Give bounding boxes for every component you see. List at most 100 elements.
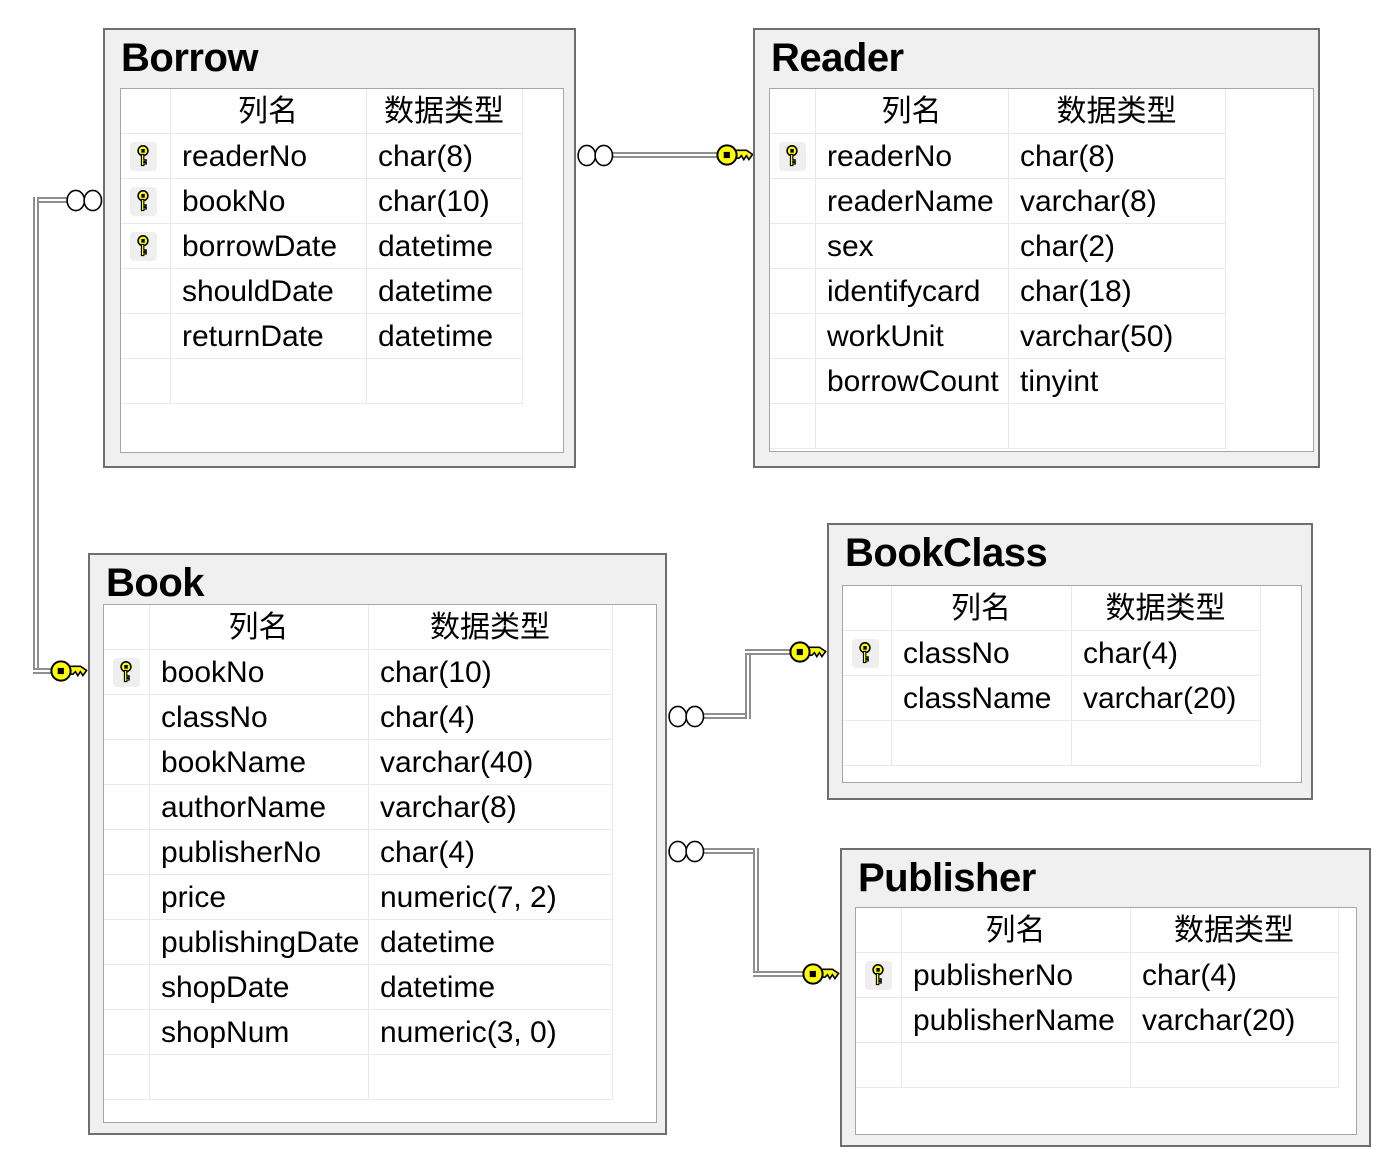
primary-key-icon <box>137 190 149 212</box>
column-type: varchar(20) <box>1142 1004 1296 1037</box>
column-type: char(4) <box>1083 637 1179 670</box>
column-name: readerNo <box>827 140 953 173</box>
column-type: char(4) <box>380 701 476 734</box>
table-grid: 列名 数据类型 classNo char(4) className varcha… <box>842 585 1302 783</box>
grid-header-row: 列名 数据类型 <box>104 605 612 650</box>
row-publisherno[interactable]: publisherNo char(4) <box>856 953 1338 998</box>
row-bookname[interactable]: bookName varchar(40) <box>104 740 612 785</box>
infinity-many-icon <box>668 840 705 863</box>
primary-key-icon <box>120 661 132 683</box>
column-header-type: 数据类型 <box>1105 592 1226 625</box>
relation-line-segment[interactable] <box>703 713 751 719</box>
relation-line-segment[interactable] <box>745 649 791 655</box>
column-name: shouldDate <box>182 275 334 308</box>
relation-line-segment[interactable] <box>33 197 39 674</box>
key-one-icon <box>802 963 840 985</box>
column-type: char(10) <box>380 656 492 689</box>
column-name: readerNo <box>182 140 308 173</box>
row-classname[interactable]: className varchar(20) <box>843 676 1260 721</box>
relation-line-segment[interactable] <box>753 848 759 977</box>
table-title: Borrow <box>121 36 259 80</box>
table-window-bookclass[interactable]: BookClass 列名 数据类型 classNo char(4) classN… <box>827 523 1313 800</box>
column-type: varchar(8) <box>380 791 517 824</box>
column-type: char(4) <box>380 836 476 869</box>
column-type: datetime <box>378 320 494 353</box>
table-window-reader[interactable]: Reader 列名 数据类型 readerNo char(8) readerNa… <box>753 28 1320 468</box>
row-empty[interactable] <box>856 1043 1338 1088</box>
row-classno[interactable]: classNo char(4) <box>104 695 612 740</box>
table-title: Publisher <box>858 856 1036 900</box>
column-name: publisherNo <box>161 836 322 869</box>
row-publishername[interactable]: publisherName varchar(20) <box>856 998 1338 1043</box>
column-name: className <box>903 682 1052 715</box>
row-identifycard[interactable]: identifycard char(18) <box>770 269 1225 314</box>
relation-line-segment[interactable] <box>703 848 759 854</box>
table-title: Book <box>106 561 205 605</box>
row-empty[interactable] <box>843 721 1260 766</box>
primary-key-icon <box>137 145 149 167</box>
relation-line-segment[interactable] <box>33 668 57 674</box>
row-empty[interactable] <box>121 359 522 404</box>
row-readerno[interactable]: readerNo char(8) <box>770 134 1225 179</box>
row-shopdate[interactable]: shopDate datetime <box>104 965 612 1010</box>
relation-line-segment[interactable] <box>610 152 720 158</box>
column-header-name: 列名 <box>881 95 942 128</box>
grid-header-row: 列名 数据类型 <box>121 89 522 134</box>
grid-header-row: 列名 数据类型 <box>856 908 1338 953</box>
row-price[interactable]: price numeric(7, 2) <box>104 875 612 920</box>
row-readerno[interactable]: readerNo char(8) <box>121 134 522 179</box>
row-bookno[interactable]: bookNo char(10) <box>104 650 612 695</box>
relation-line-segment[interactable] <box>33 197 69 203</box>
row-shoulddate[interactable]: shouldDate datetime <box>121 269 522 314</box>
column-name: borrowCount <box>827 365 999 398</box>
column-name: classNo <box>161 701 268 734</box>
table-title: Reader <box>771 36 904 80</box>
table-window-book[interactable]: Book 列名 数据类型 bookNo char(10) classNo cha… <box>88 553 667 1135</box>
relation-line-segment[interactable] <box>745 649 751 719</box>
column-type: varchar(40) <box>380 746 534 779</box>
column-type: tinyint <box>1020 365 1099 398</box>
table-grid: 列名 数据类型 readerNo char(8) bookNo char(10)… <box>120 88 564 453</box>
row-classno[interactable]: classNo char(4) <box>843 631 1260 676</box>
column-type: char(8) <box>1020 140 1116 173</box>
infinity-many-icon <box>66 189 103 212</box>
infinity-many-icon <box>577 144 614 167</box>
row-publisherno[interactable]: publisherNo char(4) <box>104 830 612 875</box>
primary-key-icon <box>859 642 871 664</box>
relation-line-segment[interactable] <box>753 971 804 977</box>
column-name: shopDate <box>161 971 290 1004</box>
column-name: publishingDate <box>161 926 360 959</box>
column-name: sex <box>827 230 874 263</box>
column-header-name: 列名 <box>238 95 298 128</box>
row-returndate[interactable]: returnDate datetime <box>121 314 522 359</box>
column-name: bookNo <box>161 656 265 689</box>
table-grid: 列名 数据类型 bookNo char(10) classNo char(4) … <box>103 604 657 1123</box>
column-name: shopNum <box>161 1016 290 1049</box>
row-sex[interactable]: sex char(2) <box>770 224 1225 269</box>
row-authorname[interactable]: authorName varchar(8) <box>104 785 612 830</box>
column-type: char(8) <box>378 140 474 173</box>
column-name: returnDate <box>182 320 324 353</box>
row-borrowcount[interactable]: borrowCount tinyint <box>770 359 1225 404</box>
column-name: publisherNo <box>913 959 1074 992</box>
row-empty[interactable] <box>770 404 1225 449</box>
column-type: datetime <box>378 275 494 308</box>
table-window-publisher[interactable]: Publisher 列名 数据类型 publisherNo char(4) pu… <box>840 848 1371 1147</box>
column-name: borrowDate <box>182 230 338 263</box>
table-window-borrow[interactable]: Borrow 列名 数据类型 readerNo char(8) bookNo c… <box>103 28 576 468</box>
row-readername[interactable]: readerName varchar(8) <box>770 179 1225 224</box>
column-name: classNo <box>903 637 1010 670</box>
column-name: bookName <box>161 746 307 779</box>
row-publishingdate[interactable]: publishingDate datetime <box>104 920 612 965</box>
column-header-type: 数据类型 <box>1174 914 1294 947</box>
primary-key-icon <box>786 145 798 167</box>
row-empty[interactable] <box>104 1055 612 1100</box>
row-bookno[interactable]: bookNo char(10) <box>121 179 522 224</box>
row-shopnum[interactable]: shopNum numeric(3, 0) <box>104 1010 612 1055</box>
key-one-icon <box>50 660 88 682</box>
column-type: datetime <box>380 926 496 959</box>
row-borrowdate[interactable]: borrowDate datetime <box>121 224 522 269</box>
row-workunit[interactable]: workUnit varchar(50) <box>770 314 1225 359</box>
column-type: char(10) <box>378 185 490 218</box>
